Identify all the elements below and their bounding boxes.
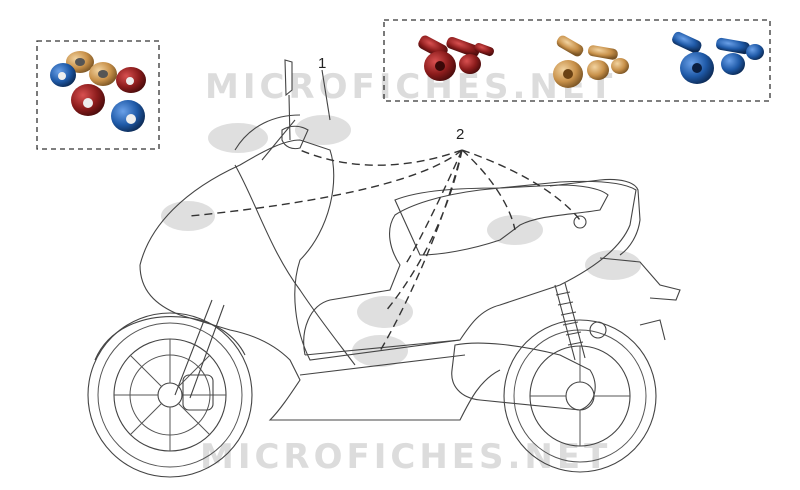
front-wheel [87, 312, 253, 478]
engine-swingarm [451, 342, 596, 411]
body-fairing [139, 139, 637, 421]
watermark-bottom: MICROFICHES.NET [200, 437, 611, 477]
leader-part-2 [189, 149, 581, 352]
spot-handlebar-right [295, 115, 351, 145]
inset-anodized-screws [383, 19, 771, 102]
seat [394, 184, 609, 256]
spot-side-panel [357, 296, 413, 328]
inset-box-right [383, 19, 771, 102]
handlebar-grip [281, 125, 309, 150]
watermark-top: MICROFICHES.NET [205, 67, 616, 107]
spot-front-panel [161, 201, 215, 231]
callout-number-2: 2 [456, 126, 464, 143]
scooter-drawing [87, 59, 681, 478]
watermark-group: MICROFICHES.NET MICROFICHES.NET [200, 67, 616, 477]
rear-shock [554, 282, 586, 361]
spot-handlebar-left [208, 123, 268, 153]
blue-screws-photo [672, 31, 764, 84]
callout-leaders [189, 69, 581, 352]
inset-bar-end-weights [36, 40, 160, 150]
rear-wheel [503, 319, 657, 473]
spot-rear-light [585, 250, 641, 280]
bar-end-weights-photo [50, 51, 146, 132]
highlight-spots [161, 115, 641, 367]
rear-screw-marker [573, 215, 587, 229]
inset-box-left [36, 40, 160, 150]
tail-section [549, 178, 641, 256]
callout-number-1: 1 [318, 55, 326, 72]
front-fork [174, 299, 225, 399]
leg-shield [234, 164, 356, 366]
license-plate-holder [599, 257, 681, 301]
mirror [284, 59, 293, 141]
leader-part-1 [321, 69, 331, 121]
red-screws-photo [418, 35, 494, 81]
gold-screws-photo [553, 35, 629, 88]
